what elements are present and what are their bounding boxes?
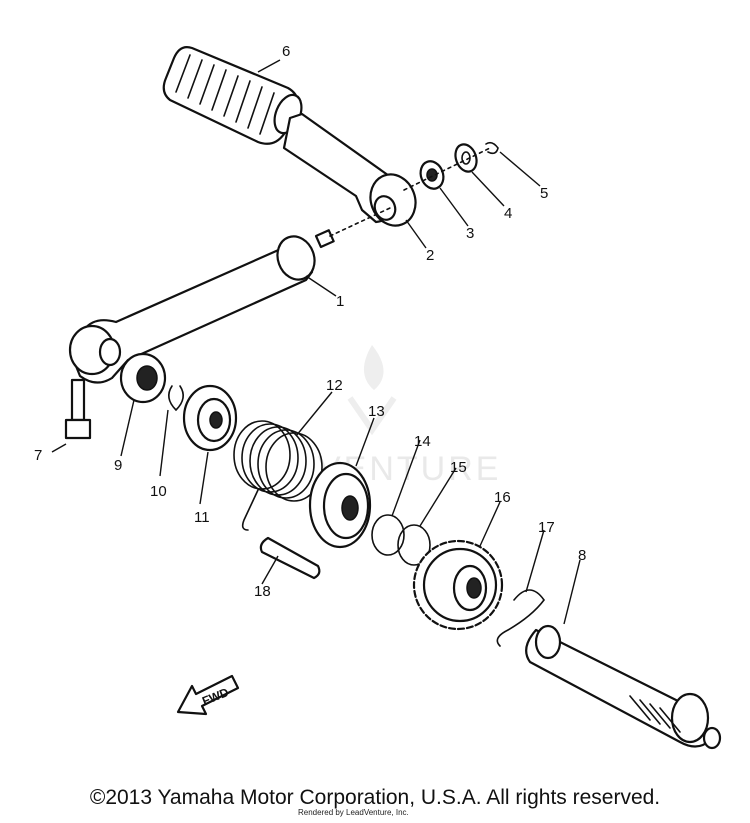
circlips <box>371 514 431 566</box>
fwd-arrow-icon: FWD <box>176 674 240 716</box>
clip <box>496 589 545 647</box>
seal-clip-holder <box>119 352 238 452</box>
part-label-9: 9 <box>114 457 122 474</box>
nut-washer-clip <box>419 141 499 190</box>
part-label-13: 13 <box>368 403 385 420</box>
pin <box>259 536 321 580</box>
part-label-8: 8 <box>578 547 586 564</box>
part-label-2: 2 <box>426 247 434 264</box>
part-label-5: 5 <box>540 185 548 202</box>
spring-cover <box>308 461 372 549</box>
leader-lines <box>51 59 581 625</box>
part-labels: 6 2 3 4 5 1 7 9 10 11 12 13 14 15 16 17 … <box>34 43 586 600</box>
part-label-6: 6 <box>282 43 290 60</box>
fwd-label: FWD <box>200 685 231 708</box>
part-label-1: 1 <box>336 293 344 310</box>
part-label-15: 15 <box>450 459 467 476</box>
render-credit: Rendered by LeadVenture, Inc. <box>298 808 409 817</box>
part-label-10: 10 <box>150 483 167 500</box>
part-label-14: 14 <box>414 433 431 450</box>
kick-crank-arm <box>282 112 417 227</box>
bolt <box>64 378 92 440</box>
part-label-11: 11 <box>194 509 210 526</box>
torsion-spring <box>233 420 323 531</box>
kick-crank <box>68 229 335 384</box>
part-label-3: 3 <box>466 225 474 242</box>
assembly-guides <box>329 147 491 237</box>
kick-pedal-grip <box>162 46 303 145</box>
copyright-footer: ©2013 Yamaha Motor Corporation, U.S.A. A… <box>89 786 661 809</box>
part-label-16: 16 <box>494 489 511 506</box>
part-label-7: 7 <box>34 447 42 464</box>
part-label-18: 18 <box>254 583 271 600</box>
kick-shaft <box>525 624 722 750</box>
part-label-4: 4 <box>504 205 512 222</box>
kick-gear <box>412 539 504 631</box>
part-label-12: 12 <box>326 377 343 394</box>
part-label-17: 17 <box>538 519 555 536</box>
